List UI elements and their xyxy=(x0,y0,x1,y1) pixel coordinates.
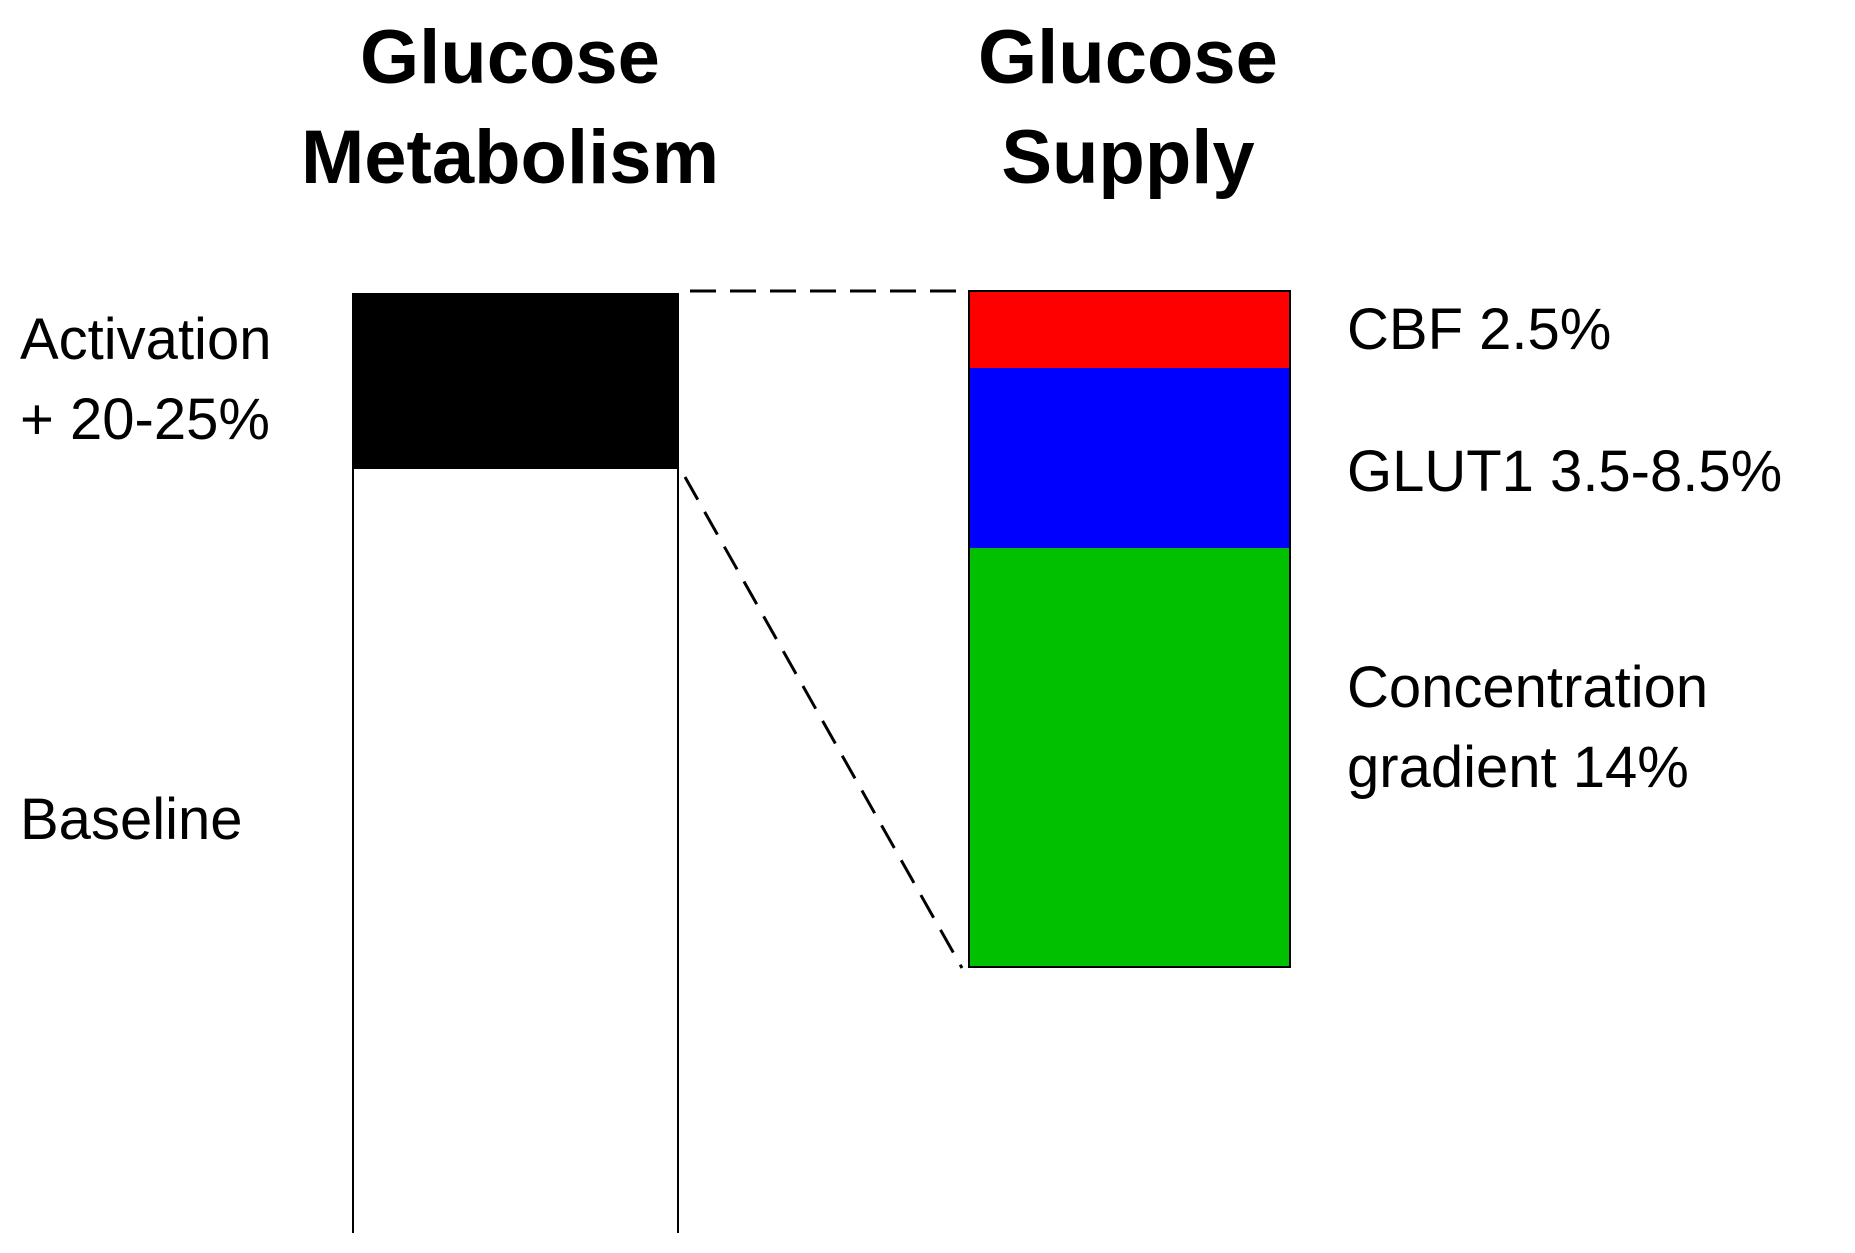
heading-glucose-supply: Glucose Supply xyxy=(868,8,1388,208)
cbf-segment xyxy=(970,292,1289,368)
heading-supply-line-1: Glucose xyxy=(978,15,1278,100)
gradient-segment xyxy=(970,548,1289,966)
glut1-segment xyxy=(970,368,1289,548)
metabolism-bar xyxy=(352,293,679,1233)
gradient-label-line-2: gradient 14% xyxy=(1347,735,1689,800)
diagonal-dashed-line xyxy=(683,476,964,969)
heading-glucose-metabolism: Glucose Metabolism xyxy=(250,8,770,208)
gradient-label-line-1: Concentration xyxy=(1347,655,1709,720)
baseline-segment xyxy=(354,469,677,1233)
activation-segment xyxy=(354,295,677,469)
activation-label-line-1: Activation xyxy=(20,307,272,372)
supply-bar xyxy=(968,290,1291,968)
heading-metabolism-line-2: Metabolism xyxy=(300,115,720,200)
heading-metabolism-line-1: Glucose xyxy=(360,15,660,100)
gradient-label: Concentration gradient 14% xyxy=(1347,648,1708,808)
baseline-label: Baseline xyxy=(20,787,243,852)
activation-label: Activation + 20-25% xyxy=(20,300,271,460)
activation-label-line-2: + 20-25% xyxy=(20,387,270,452)
glut1-label: GLUT1 3.5-8.5% xyxy=(1347,439,1783,504)
cbf-label: CBF 2.5% xyxy=(1347,297,1612,362)
heading-supply-line-2: Supply xyxy=(1001,115,1255,200)
